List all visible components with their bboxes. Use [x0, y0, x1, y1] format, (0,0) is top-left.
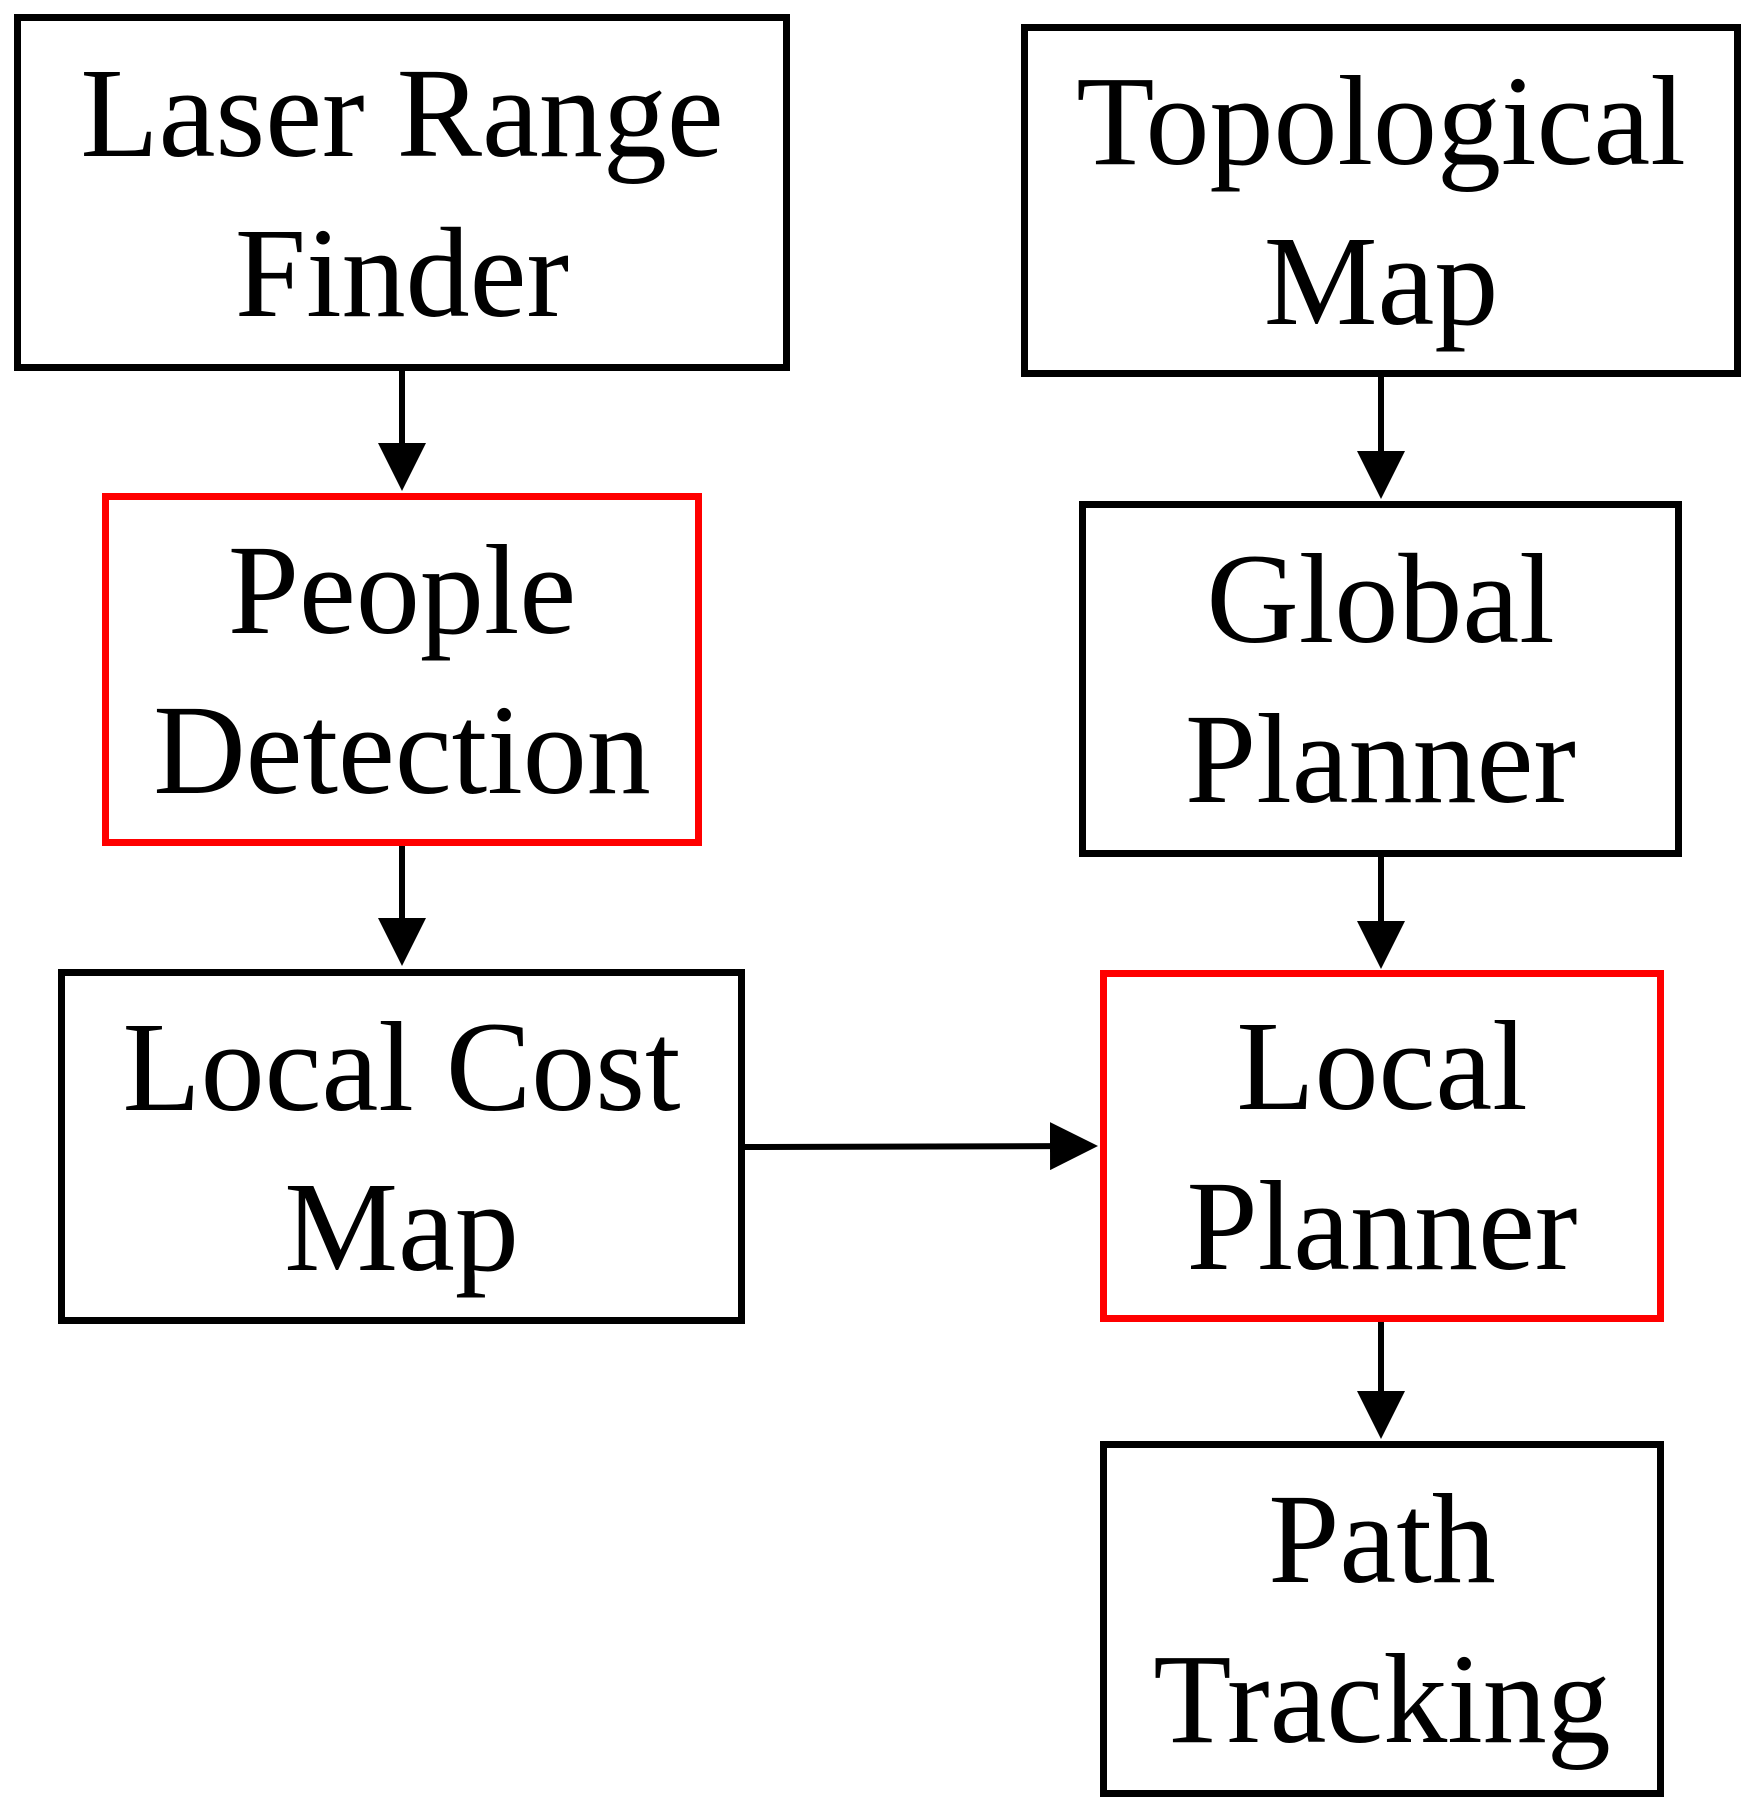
people-detection-box: People Detection	[102, 493, 702, 846]
path-tracking-label-line2: Tracking	[1153, 1628, 1611, 1770]
local-planner-label-line1: Local	[1236, 995, 1528, 1137]
local-planner-label-line2: Planner	[1186, 1155, 1578, 1297]
global-planner-label-line2: Planner	[1185, 688, 1576, 830]
people-detection-label-line2: Detection	[153, 678, 651, 821]
edge-costmap-to-localplanner	[744, 1122, 1098, 1171]
topological-map-label-line1: Topological	[1076, 49, 1686, 192]
topological-map-label-line2: Map	[1263, 209, 1499, 352]
people-detection-label-line1: People	[227, 518, 577, 661]
laser-range-finder-label-line2: Finder	[234, 201, 570, 344]
laser-range-finder-label-line1: Laser Range	[80, 41, 724, 184]
path-tracking-label-line1: Path	[1268, 1468, 1496, 1610]
path-tracking-box: Path Tracking	[1100, 1441, 1664, 1797]
local-cost-map-label-line1: Local Cost	[122, 995, 681, 1138]
laser-range-finder-box: Laser Range Finder	[14, 14, 790, 371]
local-planner-box: Local Planner	[1100, 970, 1664, 1322]
topological-map-box: Topological Map	[1021, 24, 1741, 377]
global-planner-label-line1: Global	[1206, 528, 1555, 670]
local-cost-map-box: Local Cost Map	[58, 969, 745, 1324]
local-cost-map-label-line2: Map	[284, 1155, 519, 1298]
global-planner-box: Global Planner	[1079, 501, 1682, 857]
